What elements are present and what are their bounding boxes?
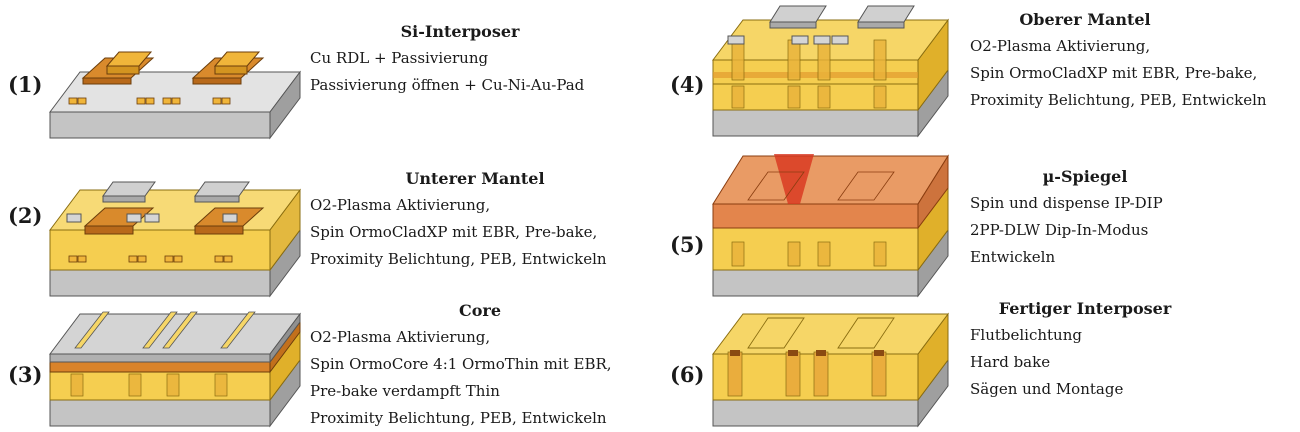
step-number: (1) [8, 72, 43, 97]
step-line: Entwickeln [970, 248, 1056, 266]
step-line: Proximity Belichtung, PEB, Entwickeln [310, 250, 607, 268]
step-line: Spin OrmoCore 4:1 OrmoThin mit EBR, [310, 355, 612, 373]
step-illustration [712, 5, 949, 138]
step-illustration [49, 311, 301, 428]
step-line: Proximity Belichtung, PEB, Entwickeln [970, 91, 1267, 109]
step-number: (3) [8, 362, 43, 387]
step-title: Fertiger Interposer [998, 299, 1172, 318]
step-line: Cu RDL + Passivierung [310, 49, 489, 67]
step-line: O2-Plasma Aktivierung, [310, 328, 491, 346]
step-line: Sägen und Montage [970, 380, 1124, 398]
step-title: Oberer Mantel [1019, 10, 1151, 29]
step-illustration [49, 51, 301, 140]
step-line: Proximity Belichtung, PEB, Entwickeln [310, 409, 607, 427]
step-line: Pre-bake verdampft Thin [310, 382, 500, 400]
step-line: Hard bake [970, 353, 1051, 371]
step-title: Si-Interposer [400, 22, 520, 41]
step-illustration [49, 181, 301, 298]
step-number: (5) [670, 232, 705, 257]
step-line: Spin OrmoCladXP mit EBR, Pre-bake, [970, 64, 1258, 82]
step-illustration [712, 312, 949, 428]
step-title: Unterer Mantel [405, 169, 545, 188]
step-line: Passivierung öffnen + Cu-Ni-Au-Pad [310, 76, 585, 94]
step-illustration [712, 154, 949, 298]
step-line: Spin OrmoCladXP mit EBR, Pre-bake, [310, 223, 598, 241]
step-title: µ-Spiegel [1042, 167, 1128, 186]
step-line: Flutbelichtung [970, 326, 1082, 344]
step-number: (2) [8, 203, 43, 228]
step-line: 2PP-DLW Dip-In-Modus [970, 221, 1149, 239]
step-line: O2-Plasma Aktivierung, [970, 37, 1151, 55]
step-line: Spin und dispense IP-DIP [970, 194, 1163, 212]
step-number: (6) [670, 362, 705, 387]
step-number: (4) [670, 72, 705, 97]
step-line: O2-Plasma Aktivierung, [310, 196, 491, 214]
step-title: Core [458, 301, 501, 320]
